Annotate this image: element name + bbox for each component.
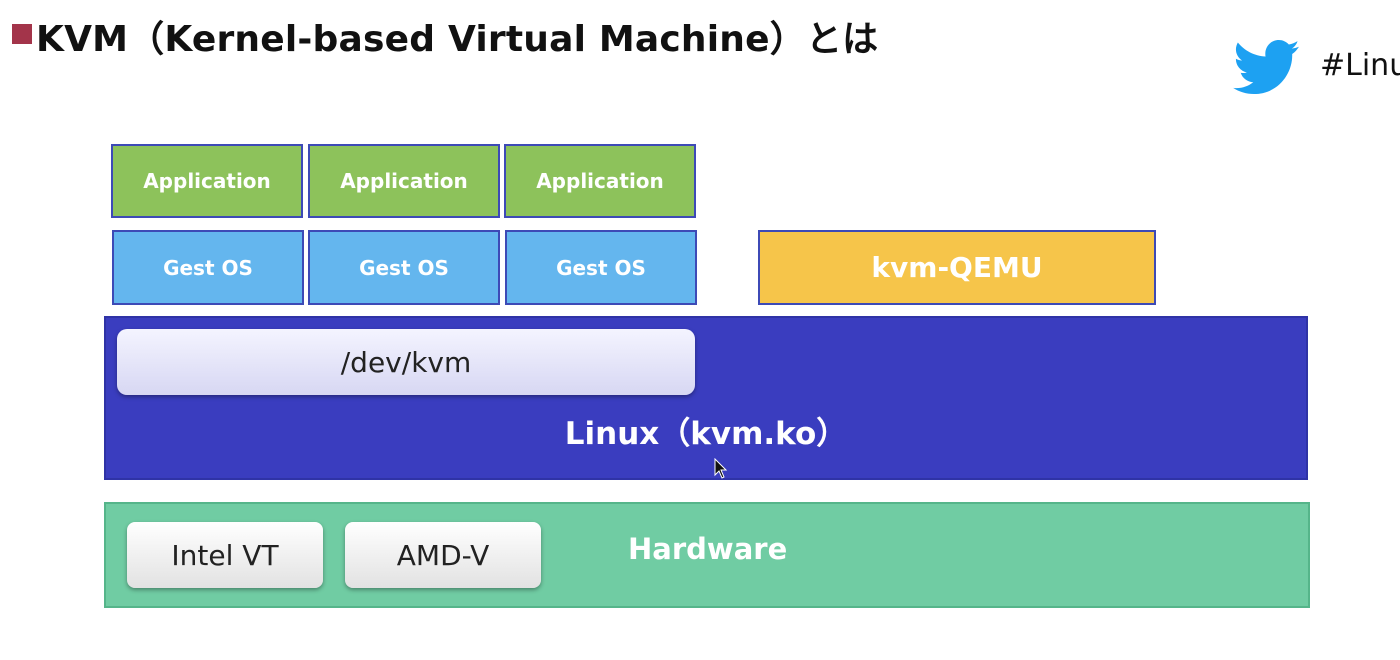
slide-title: KVM（Kernel-based Virtual Machine）とは	[36, 19, 879, 60]
linux-kernel-label: Linux（kvm.ko）	[564, 416, 848, 452]
twitter-bird-icon	[1233, 40, 1300, 95]
kvm-qemu-box: kvm-QEMU	[758, 230, 1156, 305]
guest-os-box-1: Gest OS	[112, 230, 304, 305]
guest-os-box-3: Gest OS	[505, 230, 697, 305]
hashtag-text: #Linu	[1320, 48, 1400, 83]
dev-kvm-box: /dev/kvm	[117, 329, 695, 395]
application-box-2: Application	[308, 144, 500, 218]
hardware-label: Hardware	[628, 532, 788, 566]
title-marker	[12, 24, 32, 44]
application-box-3: Application	[504, 144, 696, 218]
intel-vt-box: Intel VT	[127, 522, 323, 588]
guest-os-box-2: Gest OS	[308, 230, 500, 305]
amd-v-box: AMD-V	[345, 522, 541, 588]
application-box-1: Application	[111, 144, 303, 218]
mouse-cursor-icon	[714, 458, 728, 479]
